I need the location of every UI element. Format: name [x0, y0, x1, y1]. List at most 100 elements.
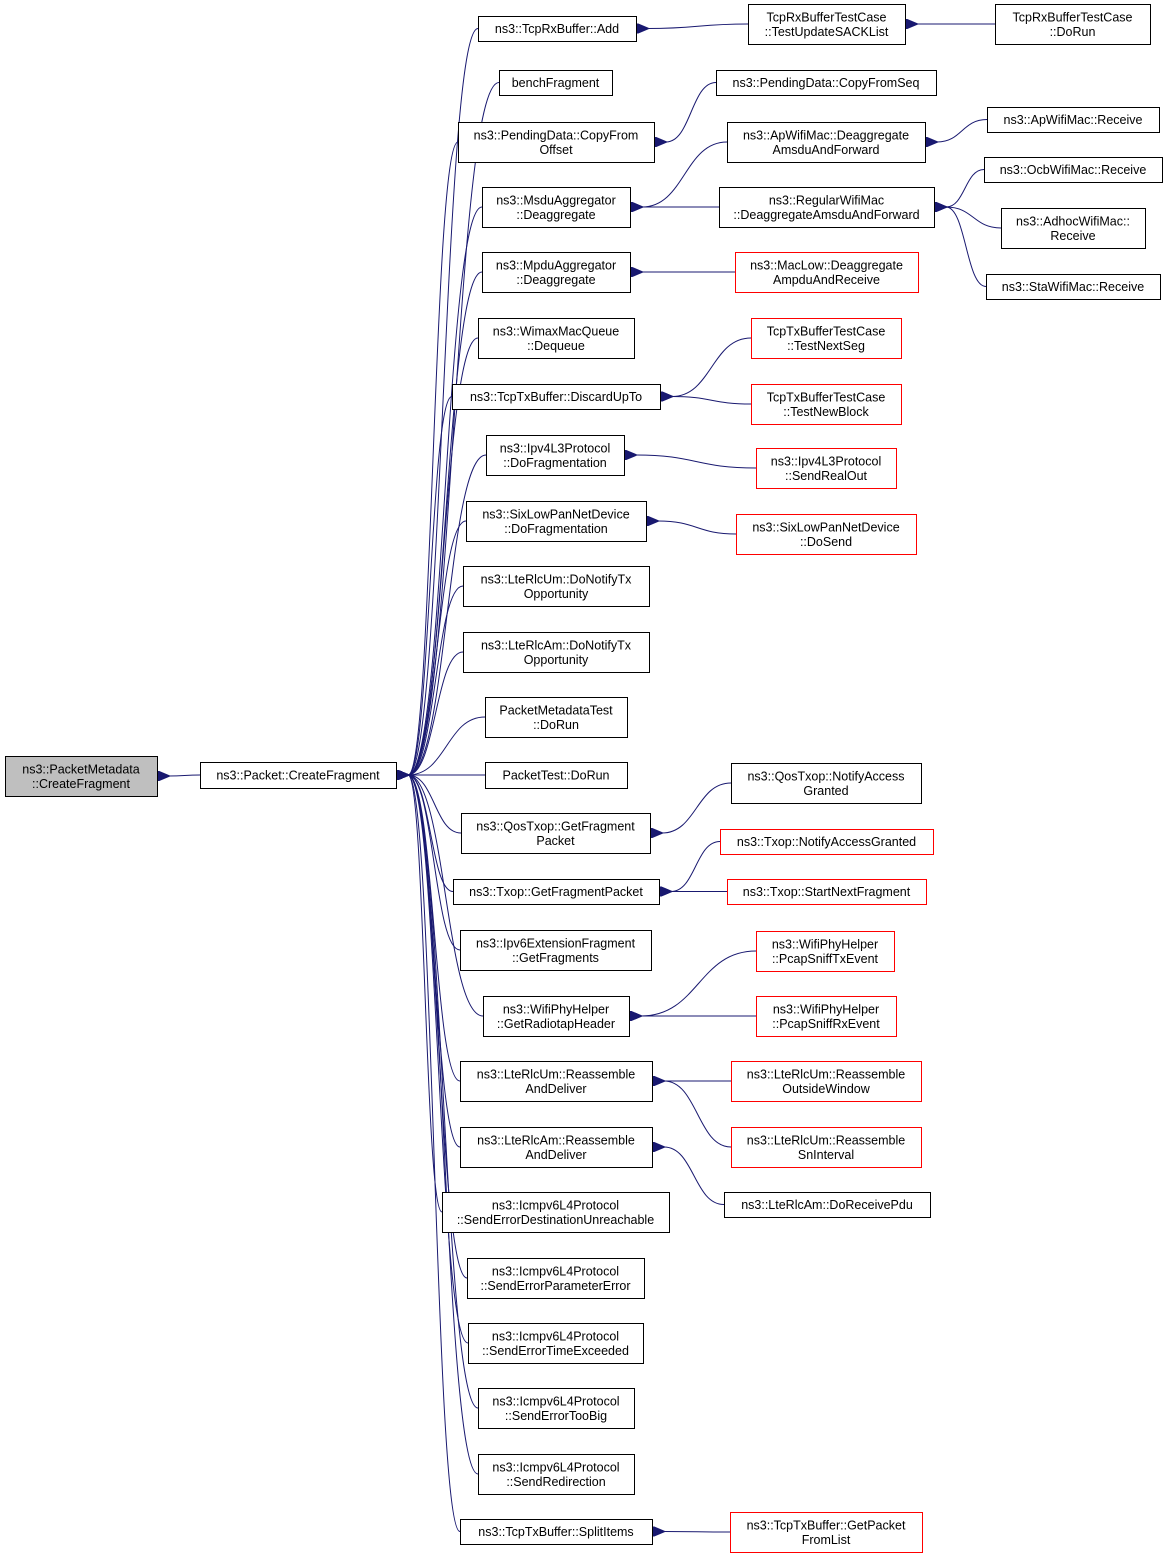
- edge-rxsack-to-rxadd: [648, 24, 749, 29]
- node-label: ::SendErrorTimeExceeded: [482, 1344, 629, 1358]
- node-box: [756, 996, 897, 1037]
- node-icmpparam[interactable]: ns3::Icmpv6L4Protocol::SendErrorParamete…: [467, 1258, 645, 1299]
- node-box: [995, 4, 1151, 45]
- node-txnewblock[interactable]: TcpTxBufferTestCase::TestNewBlock: [751, 384, 902, 425]
- node-label: ns3::MpduAggregator: [496, 258, 616, 272]
- node-amrecv[interactable]: ns3::LteRlcAm::DoReceivePdu: [724, 1192, 931, 1218]
- edge-txgetpkt-to-txsplit: [664, 1532, 731, 1533]
- node-icmptime[interactable]: ns3::Icmpv6L4Protocol::SendErrorTimeExce…: [468, 1323, 644, 1364]
- node-label: Opportunity: [524, 653, 589, 667]
- node-qosget[interactable]: ns3::QosTxop::GetFragmentPacket: [461, 813, 651, 854]
- node-msdu[interactable]: ns3::MsduAggregator::Deaggregate: [482, 187, 631, 228]
- edge-msdu-to-create: [408, 206, 483, 775]
- node-label: ns3::QosTxop::GetFragment: [476, 819, 635, 833]
- node-label: ns3::Icmpv6L4Protocol: [492, 1264, 619, 1278]
- node-label: AmpduAndReceive: [773, 273, 880, 287]
- node-txopstart[interactable]: ns3::Txop::StartNextFragment: [727, 879, 927, 905]
- node-label: ns3::PacketMetadata: [22, 762, 139, 776]
- node-label: ns3::WifiPhyHelper: [773, 1002, 879, 1016]
- node-label: PacketTest::DoRun: [503, 769, 610, 783]
- node-sixfrag[interactable]: ns3::SixLowPanNetDevice::DoFragmentation: [466, 501, 647, 542]
- node-box: [748, 4, 906, 45]
- node-rxadd[interactable]: ns3::TcpRxBuffer::Add: [478, 16, 637, 42]
- node-qosnotify[interactable]: ns3::QosTxop::NotifyAccessGranted: [731, 763, 922, 804]
- node-ptest[interactable]: PacketTest::DoRun: [485, 762, 628, 789]
- node-label: ns3::Packet::CreateFragment: [216, 769, 380, 783]
- node-label: ns3::ApWifiMac::Receive: [1004, 113, 1143, 127]
- node-box: [731, 1127, 922, 1168]
- node-ocbrecv[interactable]: ns3::OcbWifiMac::Receive: [984, 157, 1163, 183]
- node-sixsend[interactable]: ns3::SixLowPanNetDevice::DoSend: [736, 514, 917, 555]
- node-label: Receive: [1050, 229, 1095, 243]
- node-aprecv[interactable]: ns3::ApWifiMac::Receive: [987, 107, 1160, 133]
- edge-qosget-to-create: [408, 775, 462, 834]
- node-label: ns3::LteRlcAm::Reassemble: [477, 1133, 635, 1147]
- node-label: AndDeliver: [525, 1148, 586, 1162]
- node-label: ::SendErrorTooBig: [505, 1409, 607, 1423]
- node-box: [460, 1519, 653, 1545]
- node-bench[interactable]: benchFragment: [499, 70, 613, 96]
- node-radiotap[interactable]: ns3::WifiPhyHelper::GetRadiotapHeader: [483, 996, 630, 1037]
- node-label: ns3::Txop::StartNextFragment: [743, 885, 911, 899]
- node-label: FromList: [802, 1533, 851, 1547]
- node-rxsack[interactable]: TcpRxBufferTestCase::TestUpdateSACKList: [748, 4, 906, 45]
- node-icmpdest[interactable]: ns3::Icmpv6L4Protocol::SendErrorDestinat…: [442, 1192, 670, 1233]
- node-box: [483, 996, 630, 1037]
- edge-txnextseg-to-txdiscard: [672, 337, 752, 397]
- edge-amrecv-to-amreasm: [664, 1147, 725, 1205]
- node-box: [1001, 208, 1146, 249]
- node-ipv4send[interactable]: ns3::Ipv4L3Protocol::SendRealOut: [756, 448, 897, 489]
- node-box: [453, 879, 660, 905]
- node-mpdu[interactable]: ns3::MpduAggregator::Deaggregate: [482, 252, 631, 293]
- node-label: Granted: [803, 784, 848, 798]
- edge-txopnotify-to-txopget: [671, 841, 721, 892]
- edges: [169, 24, 1002, 1533]
- node-label: ns3::TcpTxBuffer::GetPacket: [747, 1518, 906, 1532]
- node-ipv4frag[interactable]: ns3::Ipv4L3Protocol::DoFragmentation: [486, 435, 625, 476]
- node-label: ns3::RegularWifiMac: [769, 193, 884, 207]
- node-box: [460, 1127, 653, 1168]
- edge-ocbrecv-to-regdeagg: [946, 169, 985, 208]
- node-apdeagg[interactable]: ns3::ApWifiMac::DeaggregateAmsduAndForwa…: [727, 122, 926, 163]
- node-adhocrecv[interactable]: ns3::AdhocWifiMac::Receive: [1001, 208, 1146, 249]
- node-box: [461, 813, 651, 854]
- node-label: ::SendRedirection: [506, 1475, 605, 1489]
- node-regdeagg[interactable]: ns3::RegularWifiMac::DeaggregateAmsduAnd…: [719, 187, 935, 228]
- node-label: benchFragment: [512, 76, 600, 90]
- node-pdcopyseq[interactable]: ns3::PendingData::CopyFromSeq: [716, 70, 937, 96]
- node-icmpredir[interactable]: ns3::Icmpv6L4Protocol::SendRedirection: [478, 1454, 635, 1495]
- node-txsplit[interactable]: ns3::TcpTxBuffer::SplitItems: [460, 1519, 653, 1545]
- edge-sixsend-to-sixfrag: [658, 521, 737, 535]
- node-sniffrx_rx[interactable]: ns3::WifiPhyHelper::PcapSniffRxEvent: [756, 996, 897, 1037]
- node-ipv6ext[interactable]: ns3::Ipv6ExtensionFragment::GetFragments: [460, 930, 652, 971]
- node-pmtest[interactable]: PacketMetadataTest::DoRun: [485, 697, 628, 738]
- node-wimax[interactable]: ns3::WimaxMacQueue::Dequeue: [478, 318, 635, 359]
- node-box: [442, 1192, 670, 1233]
- node-txnextseg[interactable]: TcpTxBufferTestCase::TestNextSeg: [751, 318, 902, 359]
- node-box: [478, 16, 637, 42]
- node-txopget[interactable]: ns3::Txop::GetFragmentPacket: [453, 879, 660, 905]
- node-sniffrx_tx[interactable]: ns3::WifiPhyHelper::PcapSniffTxEvent: [756, 931, 895, 972]
- node-create[interactable]: ns3::Packet::CreateFragment: [200, 762, 397, 789]
- edge-adhocrecv-to-regdeagg: [946, 207, 1002, 229]
- node-rxdorun[interactable]: TcpRxBufferTestCase::DoRun: [995, 4, 1151, 45]
- node-starecv[interactable]: ns3::StaWifiMac::Receive: [986, 274, 1161, 300]
- node-txopnotify[interactable]: ns3::Txop::NotifyAccessGranted: [720, 829, 934, 855]
- node-box: [751, 318, 902, 359]
- node-txdiscard[interactable]: ns3::TcpTxBuffer::DiscardUpTo: [452, 384, 661, 410]
- node-box: [460, 930, 652, 971]
- node-icmpbig[interactable]: ns3::Icmpv6L4Protocol::SendErrorTooBig: [478, 1388, 635, 1429]
- node-box: [724, 1192, 931, 1218]
- node-label: ::PcapSniffRxEvent: [772, 1017, 880, 1031]
- node-root[interactable]: ns3::PacketMetadata::CreateFragment: [5, 756, 158, 797]
- edge-ipv4send-to-ipv4frag: [636, 455, 757, 469]
